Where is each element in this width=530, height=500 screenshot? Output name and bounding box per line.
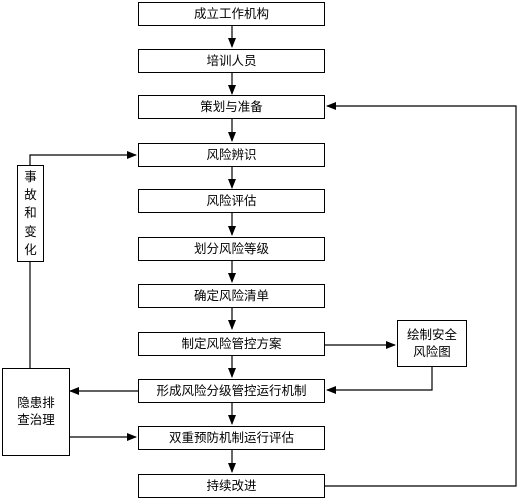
node-risk-assess: 风险评估 — [138, 189, 325, 213]
node-accident-change: 事 故 和 变 化 — [17, 165, 44, 262]
node-mechanism-evaluation: 双重预防机制运行评估 — [138, 426, 325, 450]
node-train-personnel: 培训人员 — [138, 49, 325, 73]
node-hazard-governance: 隐患排 查治理 — [2, 368, 70, 456]
arrow-improve-to-plan — [325, 102, 517, 487]
node-control-plan: 制定风险管控方案 — [138, 332, 325, 356]
node-risk-identify: 风险辨识 — [138, 143, 325, 167]
node-classify-levels: 划分风险等级 — [138, 237, 325, 261]
node-plan-prepare: 策划与准备 — [138, 95, 325, 119]
node-control-mechanism: 形成风险分级管控运行机制 — [138, 379, 325, 403]
node-continuous-improvement: 持续改进 — [138, 474, 325, 498]
node-establish-organization: 成立工作机构 — [138, 2, 325, 26]
arrow-accident-to-identify — [29, 151, 137, 165]
arrow-map-to-mechanism — [326, 367, 433, 394]
node-risk-list: 确定风险清单 — [138, 284, 325, 308]
node-safety-risk-map: 绘制安全 风险图 — [397, 320, 467, 367]
